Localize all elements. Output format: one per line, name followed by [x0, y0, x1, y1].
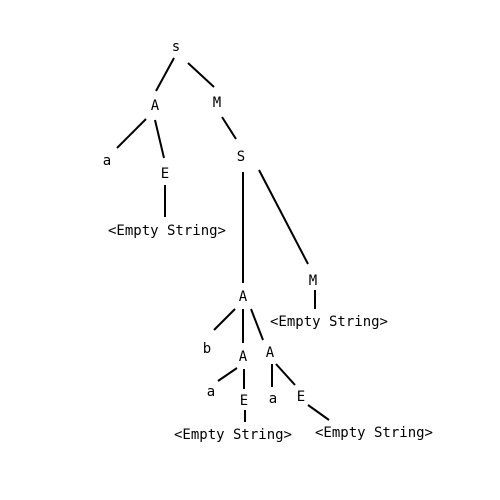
tree-edge-A2-b	[213, 308, 236, 331]
tree-edge-E3-empty4	[307, 404, 330, 421]
tree-node-empty4: <Empty String>	[315, 425, 433, 441]
tree-node-S2: S	[237, 149, 245, 165]
tree-node-A3: A	[239, 349, 248, 365]
tree-node-E2: E	[240, 393, 248, 409]
tree-node-A1: A	[151, 98, 160, 114]
tree-node-E1: E	[161, 166, 169, 182]
tree-node-M2: M	[309, 273, 317, 289]
tree-node-a3: a	[269, 391, 277, 407]
tree-node-empty2: <Empty String>	[270, 314, 388, 330]
tree-edges	[116, 57, 330, 422]
tree-node-empty3: <Empty String>	[174, 427, 292, 443]
tree-edge-A1-a1	[116, 118, 147, 149]
tree-node-E3: E	[297, 389, 305, 405]
tree-node-a2: a	[207, 384, 215, 400]
tree-node-A4: A	[266, 345, 275, 361]
tree-edge-A4-E3	[275, 363, 296, 386]
tree-edge-A3-a2	[217, 367, 238, 382]
tree-edge-A1-E1	[154, 119, 165, 159]
tree-node-a1: a	[103, 153, 111, 169]
tree-node-b: b	[203, 341, 211, 357]
tree-edge-M1-S2	[221, 116, 237, 140]
tree-node-root: s	[172, 39, 180, 55]
tree-edge-S2-M2	[258, 169, 309, 265]
tree-edge-root-M1	[187, 62, 215, 88]
tree-node-M1: M	[213, 95, 221, 111]
tree-edge-A2-A4	[250, 308, 264, 341]
tree-node-empty1: <Empty String>	[108, 223, 226, 239]
tree-node-A2: A	[239, 289, 248, 305]
tree-edge-root-A1	[155, 57, 175, 92]
